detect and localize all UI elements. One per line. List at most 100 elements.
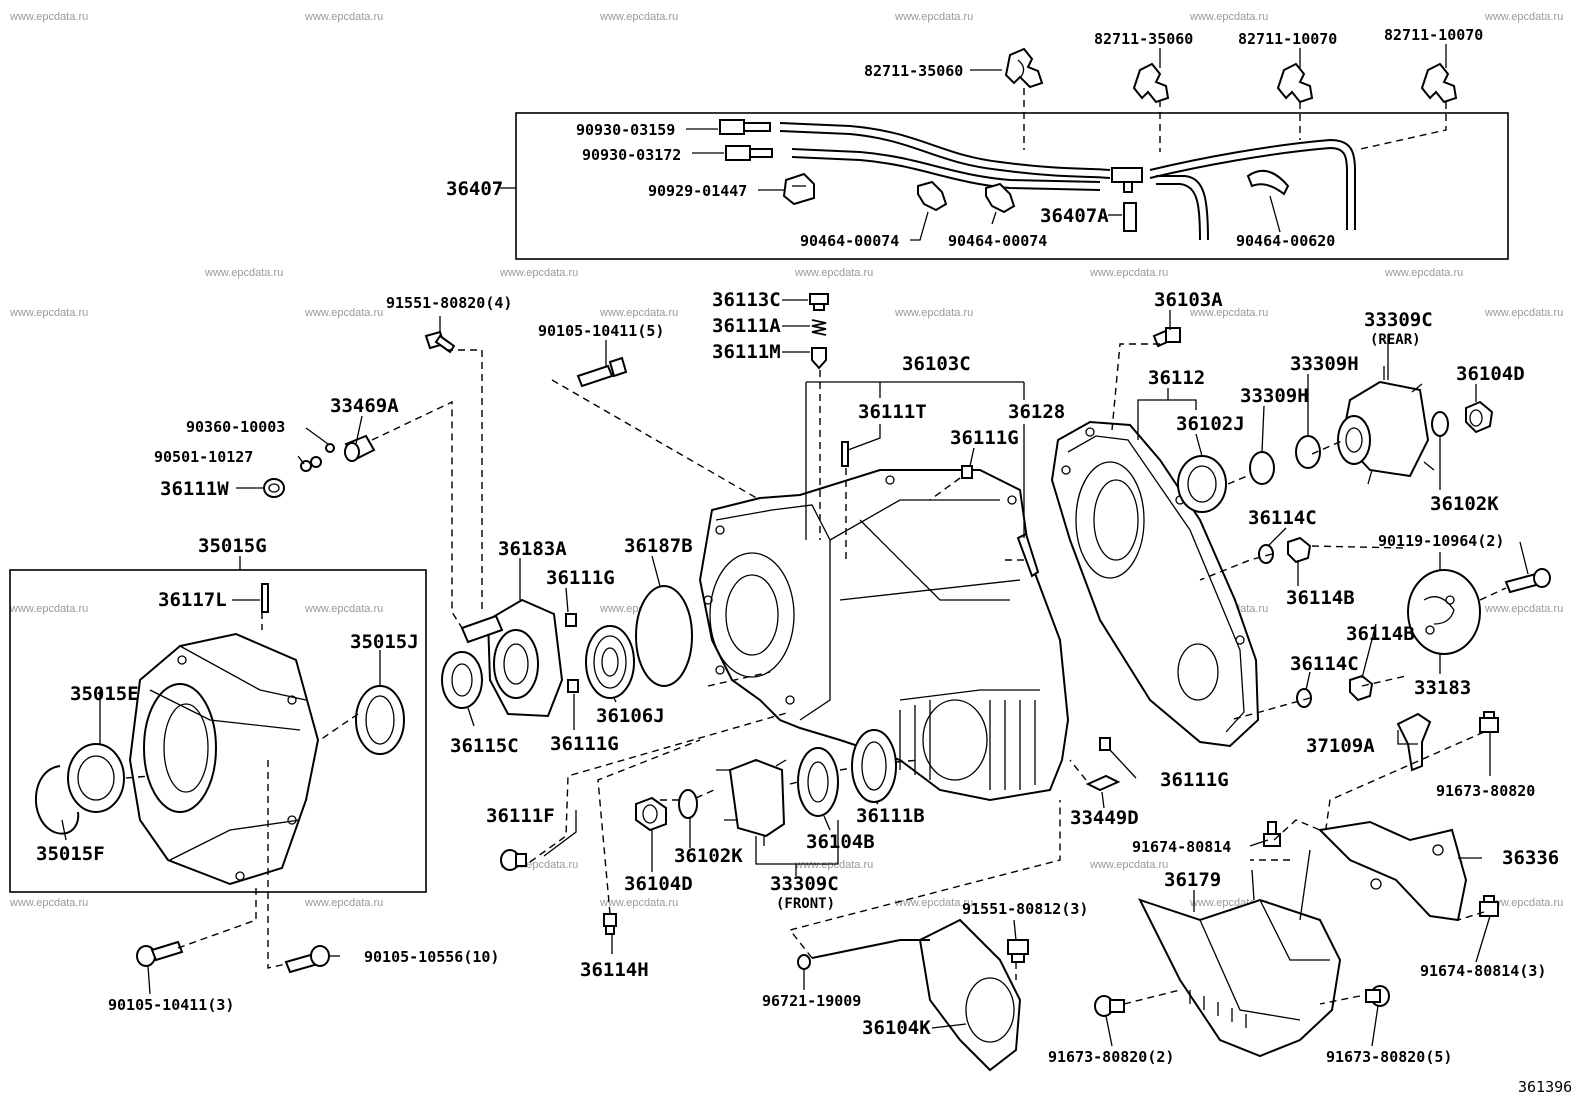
union-90930-03172[interactable] <box>725 145 773 161</box>
plug-36114h[interactable] <box>603 913 617 935</box>
oil-seal-36115c[interactable] <box>441 651 483 709</box>
label-35015e: 35015E <box>70 683 139 705</box>
watermark-text: www.epcdata.ru <box>304 897 383 909</box>
plug-36114b-b[interactable] <box>1349 674 1374 702</box>
bracket-36336[interactable] <box>1317 820 1468 922</box>
nut-36104d-a[interactable] <box>1465 400 1494 434</box>
bolt-91674-80814-a[interactable] <box>1263 821 1281 847</box>
label-36111b: 36111B <box>856 805 925 827</box>
ball-36111m[interactable] <box>811 347 827 370</box>
label-82711-35060-b: 82711-35060 <box>1094 30 1193 48</box>
label-90501-10127: 90501-10127 <box>154 448 253 466</box>
clip-90464-00620[interactable] <box>1246 169 1290 196</box>
o-ring-36102k-b[interactable] <box>678 789 698 819</box>
bolt-90105-10411-5[interactable] <box>576 356 628 388</box>
watermark-text: www.epcdata.ru <box>794 859 873 871</box>
bolt-91674-80814-b[interactable] <box>1479 895 1499 917</box>
plug-36111f[interactable] <box>500 849 527 871</box>
o-ring-36187b[interactable] <box>635 585 693 687</box>
oil-pump-body-36183a[interactable] <box>460 598 564 718</box>
breather-assembly-frame <box>515 112 1509 260</box>
ball-90360-10003[interactable] <box>325 443 335 453</box>
watermark-text: www.epcdata.ru <box>1189 307 1268 319</box>
label-36117l: 36117L <box>158 589 227 611</box>
watermark-text: www.epcdata.ru <box>1189 11 1268 23</box>
washer-36114c-a[interactable] <box>1258 544 1274 564</box>
pin-36111g-c[interactable] <box>567 679 579 693</box>
label-36128: 36128 <box>1008 401 1065 423</box>
label-96721-19009: 96721-19009 <box>762 992 861 1010</box>
o-ring-33309h-a[interactable] <box>1249 451 1275 485</box>
clip-90464-00074-b[interactable] <box>985 182 1016 214</box>
union-90930-03159[interactable] <box>719 119 771 135</box>
label-82711-10070-b: 82711-10070 <box>1384 26 1483 44</box>
snap-ring-35015f[interactable] <box>34 765 80 835</box>
label-36114h: 36114H <box>580 959 649 981</box>
plate-36128[interactable] <box>1016 532 1040 578</box>
plug-36114b-a[interactable] <box>1287 536 1312 564</box>
label-36179: 36179 <box>1164 869 1221 891</box>
plug-36111w[interactable] <box>263 478 285 498</box>
label-36187b: 36187B <box>624 535 693 557</box>
nut-36104d-b[interactable] <box>635 796 667 832</box>
bearing-35015e[interactable] <box>67 743 125 813</box>
o-ring-96721-19009[interactable] <box>797 954 811 970</box>
label-90464-00074-a: 90464-00074 <box>800 232 899 250</box>
hose-clamp-82711-35060-a[interactable] <box>1004 47 1044 89</box>
companion-flange-front-33309c[interactable] <box>716 758 787 846</box>
cover-33183[interactable] <box>1407 569 1481 655</box>
label-33183: 33183 <box>1414 677 1471 699</box>
oil-seal-36102j[interactable] <box>1177 455 1227 513</box>
bolt-91673-80820-b[interactable] <box>1094 995 1125 1017</box>
watermark-text: www.epcdata.ru <box>304 307 383 319</box>
washer-36114c-b[interactable] <box>1296 688 1312 708</box>
label-36102j: 36102J <box>1176 413 1245 435</box>
o-ring-90501-10127[interactable] <box>300 456 322 472</box>
plug-36113c[interactable] <box>809 293 829 311</box>
oil-seal-36111b[interactable] <box>851 729 897 803</box>
bolt-91673-80820-a[interactable] <box>1479 711 1499 733</box>
clip-90929-01447[interactable] <box>782 172 815 206</box>
bolt-36103a[interactable] <box>1152 327 1181 348</box>
bracket-37109a[interactable] <box>1396 712 1432 772</box>
label-36104b: 36104B <box>806 831 875 853</box>
hose-clamp-82711-10070-b[interactable] <box>1420 62 1458 104</box>
label-33469a: 33469A <box>330 395 399 417</box>
bolt-90105-10411-3[interactable] <box>136 940 184 967</box>
oil-seal-35015j[interactable] <box>355 685 405 755</box>
gasket-33449d[interactable] <box>1085 774 1121 792</box>
hose-clamp-82711-35060-b[interactable] <box>1132 62 1170 104</box>
companion-flange-rear-33309c[interactable] <box>1337 366 1435 485</box>
o-ring-36102k-a[interactable] <box>1431 411 1449 437</box>
label-rear: (REAR) <box>1370 332 1421 348</box>
pin-36111g-b[interactable] <box>565 613 577 627</box>
hose-clamp-82711-10070-a[interactable] <box>1276 62 1314 104</box>
pin-36117l[interactable] <box>261 583 269 613</box>
label-36104k: 36104K <box>862 1017 931 1039</box>
bolt-91551-80812[interactable] <box>1007 939 1029 963</box>
transfer-rear-cover-36112[interactable] <box>1050 420 1260 748</box>
watermark-text: www.epcdata.ru <box>9 307 88 319</box>
spring-36111a[interactable] <box>811 319 827 336</box>
extension-housing-35015g[interactable] <box>128 632 320 886</box>
watermark-text: www.epcdata.ru <box>1384 267 1463 279</box>
bolt-90119-10964[interactable] <box>1504 568 1551 594</box>
pin-36111g-d[interactable] <box>1099 737 1111 751</box>
bolt-91673-80820-c[interactable] <box>1365 985 1390 1007</box>
skid-plate-36179[interactable] <box>1138 849 1342 1058</box>
oil-seal-36104b[interactable] <box>797 747 839 817</box>
label-36102k-b: 36102K <box>674 845 743 867</box>
pin-36111g-a[interactable] <box>961 465 973 479</box>
pin-36111t[interactable] <box>841 441 849 467</box>
speedometer-sleeve-33469a[interactable] <box>344 434 376 462</box>
hose-tee-36407a[interactable] <box>1111 167 1143 232</box>
label-36103a: 36103A <box>1154 289 1223 311</box>
watermark-text: www.epcdata.ru <box>1484 897 1563 909</box>
dust-deflector-36104k[interactable] <box>918 918 1022 1072</box>
label-35015g: 35015G <box>198 535 267 557</box>
bolt-90105-10556[interactable] <box>284 945 330 974</box>
bearing-retainer-36106j[interactable] <box>585 625 635 699</box>
bolt-91551-80820[interactable] <box>424 330 456 354</box>
clip-90464-00074-a[interactable] <box>917 180 948 212</box>
transfer-case-housing-36103c[interactable] <box>698 469 1070 802</box>
